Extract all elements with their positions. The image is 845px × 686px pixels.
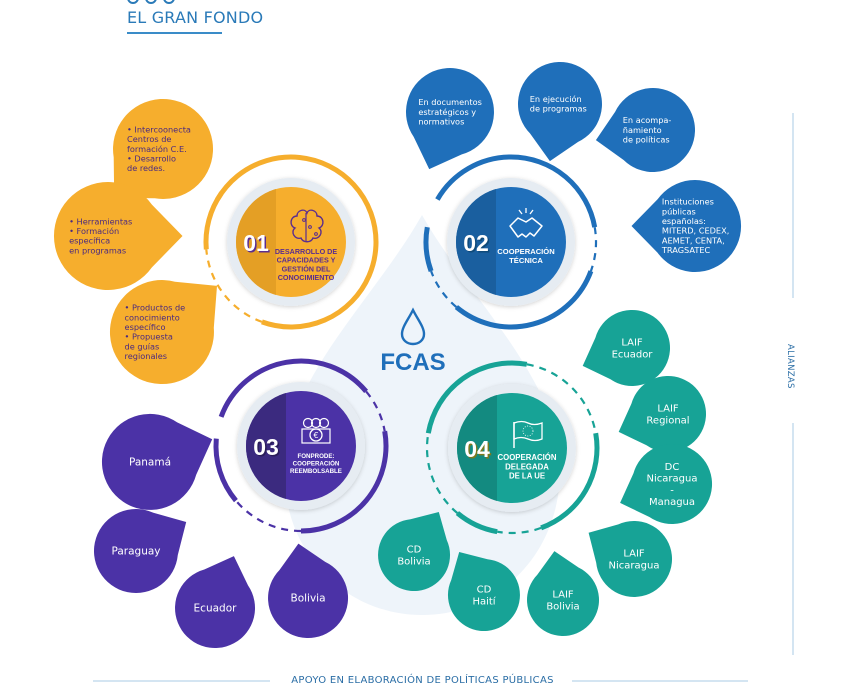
ring-solid-arc (510, 154, 598, 228)
brand-logo-rings (127, 0, 175, 4)
bubble-shape (517, 62, 602, 162)
bubble-shape (588, 520, 673, 597)
ring-solid-arc (455, 511, 498, 535)
politicas-label: APOYO EN ELABORACIÓN DE POLÍTICAS PÚBLIC… (291, 675, 554, 686)
pillar-01 (203, 154, 379, 330)
bubble-shape (113, 98, 214, 199)
ring-solid-arc (423, 226, 434, 272)
bubble: • Productos de conocimiento específico• … (109, 280, 217, 385)
ring-solid-arc (215, 154, 379, 330)
ring-solid-arc (425, 360, 528, 434)
ring-solid-arc (203, 191, 224, 250)
ring-dashed-arc (365, 390, 386, 432)
ring-dashed-arc (235, 499, 302, 533)
bubble-shape (175, 556, 256, 649)
bubble-shape (101, 413, 213, 510)
ring-dashed-arc (589, 227, 598, 272)
ring-dashed-arc (526, 363, 597, 434)
pillar-04 (425, 360, 600, 535)
pillar-03 (213, 358, 389, 534)
ring-solid-arc (454, 270, 594, 330)
brain-circuit-icon (290, 209, 324, 243)
bubble-shape (631, 179, 742, 272)
brand-title: EL GRAN FONDO (127, 8, 264, 27)
ring-solid-arc (218, 358, 369, 418)
bubble-shape (582, 309, 671, 386)
ring-dashed-arc (497, 526, 542, 535)
bubble-shape (93, 509, 187, 594)
bubble-shape (595, 88, 695, 173)
pillar-02 (423, 154, 598, 330)
handshake-icon (509, 208, 543, 238)
ring-dashed-arc (425, 433, 459, 514)
bubble-shape (618, 375, 707, 452)
bubble: Paraguay (93, 509, 187, 594)
bubble-shape (109, 280, 217, 385)
ring-solid-arc (213, 438, 238, 503)
ring-dashed-arc (220, 161, 263, 194)
bubble-shape (527, 551, 600, 636)
ring-dashed-arc (430, 270, 458, 308)
bubble-shape (405, 68, 494, 170)
bubble-shape (447, 552, 520, 632)
ring-solid-arc (540, 432, 600, 531)
bubble-shape (378, 512, 451, 592)
bubble-shape (53, 182, 183, 290)
bubble: Panamá (101, 413, 213, 510)
bubble: Ecuador (175, 556, 256, 649)
ring-solid-arc (300, 430, 389, 534)
ring-solid-arc (435, 154, 512, 201)
brand-underline (127, 32, 222, 34)
bubble-shape (620, 444, 713, 525)
bubble: • Intercoonecta Centros de formación C.E… (113, 98, 214, 199)
alianzas-label: ALIANZAS (785, 344, 795, 389)
bubble-shape (268, 543, 349, 639)
water-drop-icon (400, 307, 426, 346)
eu-flag-icon (513, 420, 543, 448)
